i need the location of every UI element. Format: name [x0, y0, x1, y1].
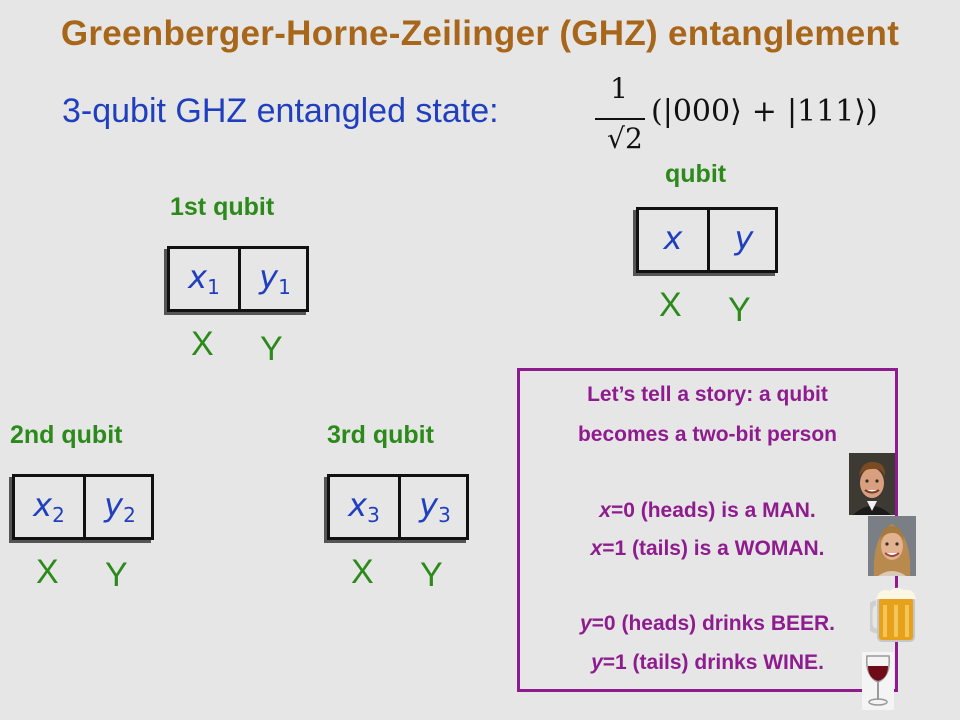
qubit2-x-cell: x2 — [15, 477, 86, 537]
story-rule-woman-text: =1 (tails) is a WOMAN. — [602, 537, 825, 560]
qubit3-x-cell: x3 — [330, 477, 401, 537]
fraction-numerator: 1 — [610, 72, 628, 105]
generic-qubit-y-letter: Y — [728, 291, 751, 329]
qubit3-y-index: 3 — [438, 503, 451, 527]
generic-qubit-x-letter: X — [659, 286, 682, 324]
qubit3-box: x3 y3 — [327, 474, 469, 540]
qubit2-y-letter: Y — [105, 556, 128, 594]
story-rule-wine-text: =1 (tails) drinks WINE. — [602, 651, 824, 674]
fraction-bar — [595, 118, 645, 120]
qubit1-x-cell: x1 — [170, 249, 241, 309]
qubit2-y-cell: y2 — [86, 477, 154, 537]
qubit1-y-index: 1 — [278, 275, 291, 299]
story-rule-beer-text: =0 (heads) drinks BEER. — [591, 612, 835, 635]
generic-qubit-y-cell: y — [734, 219, 754, 257]
qubit2-x-index: 2 — [52, 503, 65, 527]
story-rule-wine: y=1 (tails) drinks WINE. — [520, 651, 895, 675]
qubit1-x-letter: X — [191, 325, 214, 363]
qubit3-x-var: x — [348, 486, 368, 524]
qubit3-y-var: y — [419, 486, 439, 524]
qubit3-label: 3rd qubit — [327, 421, 434, 449]
story-heading-line2: becomes a two-bit person — [577, 423, 838, 446]
open-paren: ( — [651, 94, 663, 129]
qubit2-x-var: x — [33, 486, 53, 524]
qubit2-y-index: 2 — [123, 503, 136, 527]
story-rule-man: x=0 (heads) is a MAN. — [520, 499, 895, 523]
state-label: 3-qubit GHZ entangled state: — [62, 92, 499, 130]
beer-mug-icon — [870, 585, 920, 643]
qubit1-x-index: 1 — [207, 275, 220, 299]
story-rule-woman: x=1 (tails) is a WOMAN. — [520, 537, 895, 561]
story-rule-woman-var: x — [590, 537, 603, 560]
qubit1-label: 1st qubit — [170, 193, 275, 221]
wine-glass-icon — [862, 652, 894, 710]
qubit1-y-cell: y1 — [241, 249, 309, 309]
qubit1-x-var: x — [188, 258, 208, 296]
generic-qubit-x-cell: x — [639, 210, 710, 270]
story-rule-wine-var: y — [591, 651, 603, 674]
ket-000: |000⟩ — [662, 94, 742, 129]
story-heading-line1: Let’s tell a story: a qubit — [587, 383, 828, 406]
qubit1-box: x1 y1 — [167, 246, 309, 312]
qubit2-y-var: y — [104, 486, 124, 524]
plus-sign: + — [751, 94, 777, 129]
ket-expression: (|000⟩ + |111⟩) — [651, 94, 878, 129]
story-box: Let’s tell a story: a qubit becomes a tw… — [517, 368, 898, 692]
story-rule-man-var: x — [599, 499, 611, 522]
qubit1-y-letter: Y — [260, 330, 283, 368]
qubit2-box: x2 y2 — [12, 474, 154, 540]
ket-111: |111⟩ — [786, 94, 867, 129]
qubit3-y-cell: y3 — [401, 477, 469, 537]
story-rule-beer: y=0 (heads) drinks BEER. — [520, 612, 895, 636]
qubit2-label: 2nd qubit — [10, 421, 123, 449]
slide-title: Greenberger-Horne-Zeilinger (GHZ) entang… — [60, 14, 900, 53]
qubit1-y-var: y — [259, 258, 279, 296]
fraction-denominator: √2 — [607, 122, 643, 155]
qubit2-x-letter: X — [36, 553, 59, 591]
qubit3-x-letter: X — [351, 553, 374, 591]
close-paren: ) — [866, 94, 878, 129]
generic-qubit-box: x y — [636, 207, 778, 273]
story-rule-beer-var: y — [579, 612, 592, 635]
qubit3-x-index: 3 — [367, 503, 380, 527]
woman-photo-icon — [868, 516, 916, 576]
qubit3-y-letter: Y — [420, 556, 443, 594]
story-rule-man-text: =0 (heads) is a MAN. — [610, 499, 816, 522]
man-photo-icon — [849, 453, 895, 515]
generic-qubit-label: qubit — [665, 160, 727, 188]
